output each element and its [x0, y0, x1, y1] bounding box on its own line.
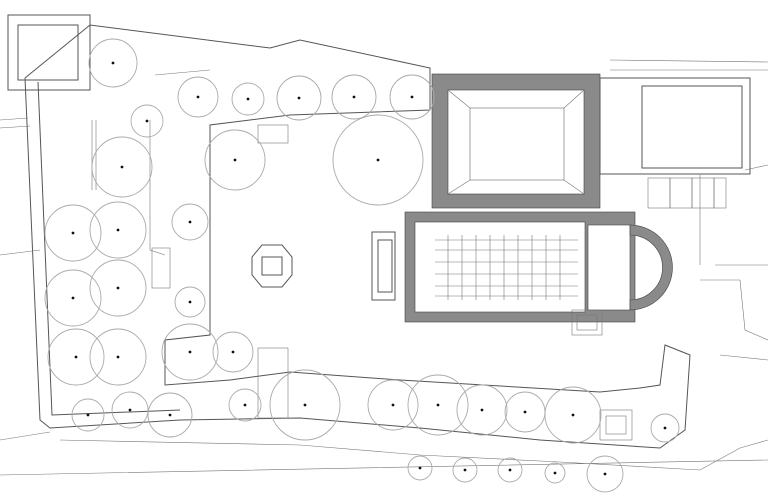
tree-canopy [47, 328, 105, 386]
stairs [151, 124, 633, 441]
tree-canopy [407, 374, 469, 436]
tree-trunk-marker [188, 220, 192, 224]
tree-trunk-marker [116, 286, 120, 290]
tree-canopy [407, 455, 433, 481]
tree-trunk-marker [480, 408, 484, 412]
tree-canopy [497, 457, 523, 483]
tree-trunk-marker [246, 97, 250, 101]
tree-canopy [111, 391, 149, 429]
adjacent-building [599, 77, 751, 175]
central-fountain [251, 244, 293, 288]
tree-canopy [89, 328, 147, 386]
tree-trunk-marker [553, 471, 557, 475]
tree-trunk-marker [463, 468, 467, 472]
tree-canopy [89, 259, 147, 317]
square-pavilion [599, 409, 633, 441]
site-boundary [0, 14, 768, 476]
tree-trunk-marker [571, 413, 575, 417]
tree-canopy [44, 269, 102, 327]
tree-trunk-marker [188, 300, 192, 304]
tree-canopy [544, 386, 602, 444]
tree-canopy [177, 76, 219, 118]
trees-layer [44, 38, 680, 493]
tree-trunk-marker [145, 119, 149, 123]
tree-canopy [389, 74, 435, 120]
tree-canopy [231, 82, 265, 116]
tree-canopy [212, 331, 254, 373]
tree-trunk-marker [523, 410, 527, 414]
tree-canopy [332, 114, 424, 206]
church-building [371, 211, 673, 336]
tree-canopy [228, 388, 262, 422]
tree-trunk-marker [116, 228, 120, 232]
tree-trunk-marker [120, 165, 124, 169]
tree-trunk-marker [116, 355, 120, 359]
tree-canopy [367, 379, 419, 431]
tree-canopy [331, 74, 377, 120]
tree-canopy [650, 413, 680, 443]
tree-trunk-marker [128, 408, 132, 412]
tree-trunk-marker [391, 403, 395, 407]
tree-canopy [88, 38, 138, 88]
tree-trunk-marker [111, 61, 115, 65]
tree-canopy [586, 455, 624, 493]
tree-canopy [147, 392, 193, 438]
tree-trunk-marker [231, 350, 235, 354]
tree-trunk-marker [71, 296, 75, 300]
tree-trunk-marker [71, 231, 75, 235]
tree-trunk-marker [86, 413, 90, 417]
tree-canopy [174, 286, 206, 318]
tree-trunk-marker [663, 426, 667, 430]
tree-canopy [130, 104, 164, 138]
tree-trunk-marker [297, 96, 301, 100]
tree-trunk-marker [603, 472, 607, 476]
tree-canopy [452, 457, 478, 483]
tree-canopy [91, 136, 153, 198]
tree-trunk-marker [410, 95, 414, 99]
tree-canopy [204, 129, 266, 191]
tree-canopy [89, 201, 147, 259]
tree-trunk-marker [418, 466, 422, 470]
tree-canopy [44, 204, 102, 262]
tree-canopy [276, 75, 322, 121]
tree-trunk-marker [508, 468, 512, 472]
tree-canopy [456, 384, 508, 436]
tree-canopy [71, 398, 105, 432]
tree-trunk-marker [303, 403, 307, 407]
tree-canopy [171, 203, 209, 241]
tower-structure [7, 14, 91, 91]
tree-trunk-marker [352, 95, 356, 99]
tree-trunk-marker [436, 403, 440, 407]
tree-canopy [544, 462, 566, 484]
tree-canopy [269, 369, 341, 441]
tree-trunk-marker [196, 95, 200, 99]
tree-trunk-marker [233, 158, 237, 162]
cloister-building [431, 73, 751, 209]
tree-trunk-marker [188, 350, 192, 354]
tree-trunk-marker [168, 413, 172, 417]
tree-trunk-marker [243, 403, 247, 407]
tree-trunk-marker [74, 355, 78, 359]
tree-trunk-marker [376, 158, 380, 162]
tree-canopy [161, 323, 219, 381]
